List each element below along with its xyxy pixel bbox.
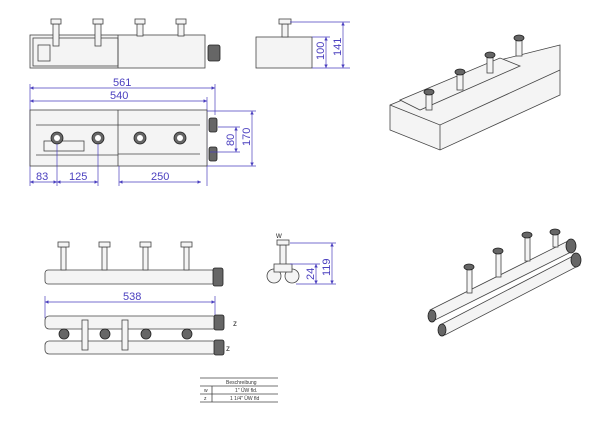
table-header: Beschreibung <box>226 380 257 386</box>
manifold-plan-view: 538 z z <box>44 291 237 356</box>
label-z-lower: z <box>226 344 230 353</box>
dim-125: 125 <box>69 171 87 183</box>
manifold-front-view <box>44 241 224 287</box>
isometric-insulated-view <box>389 34 561 151</box>
dim-24: 24 <box>305 268 317 280</box>
table-row-key: w <box>204 388 208 394</box>
dim-141: 141 <box>332 38 344 56</box>
plan-view: 561 540 80 170 83 125 250 <box>29 77 256 186</box>
description-table: Beschreibung w 1" ÜW fld. z 1 1/4" ÜW fl… <box>200 377 278 403</box>
dim-119: 119 <box>321 258 333 276</box>
dim-83: 83 <box>36 171 48 183</box>
isometric-manifold-view <box>427 228 582 337</box>
dim-100: 100 <box>315 42 327 60</box>
table-row-value: 1 1/4" ÜW fld <box>230 395 260 402</box>
dim-540: 540 <box>110 90 128 102</box>
dim-538: 538 <box>123 291 141 303</box>
dim-170: 170 <box>241 128 253 146</box>
dim-250: 250 <box>151 171 169 183</box>
label-w: w <box>275 231 282 240</box>
dim-80: 80 <box>225 134 237 146</box>
pipe-stubs <box>50 18 187 47</box>
dim-561: 561 <box>113 77 131 89</box>
insulation-top-view <box>29 18 221 69</box>
manifold-side-view: w 24 119 <box>266 231 336 285</box>
insulation-side-view: 100 141 <box>255 18 350 69</box>
nut-icon <box>207 44 221 62</box>
table-row-key: z <box>204 396 207 402</box>
label-z-upper: z <box>233 319 237 328</box>
pipe-nuts <box>50 131 187 145</box>
table-row-value: 1" ÜW fld. <box>235 387 257 394</box>
